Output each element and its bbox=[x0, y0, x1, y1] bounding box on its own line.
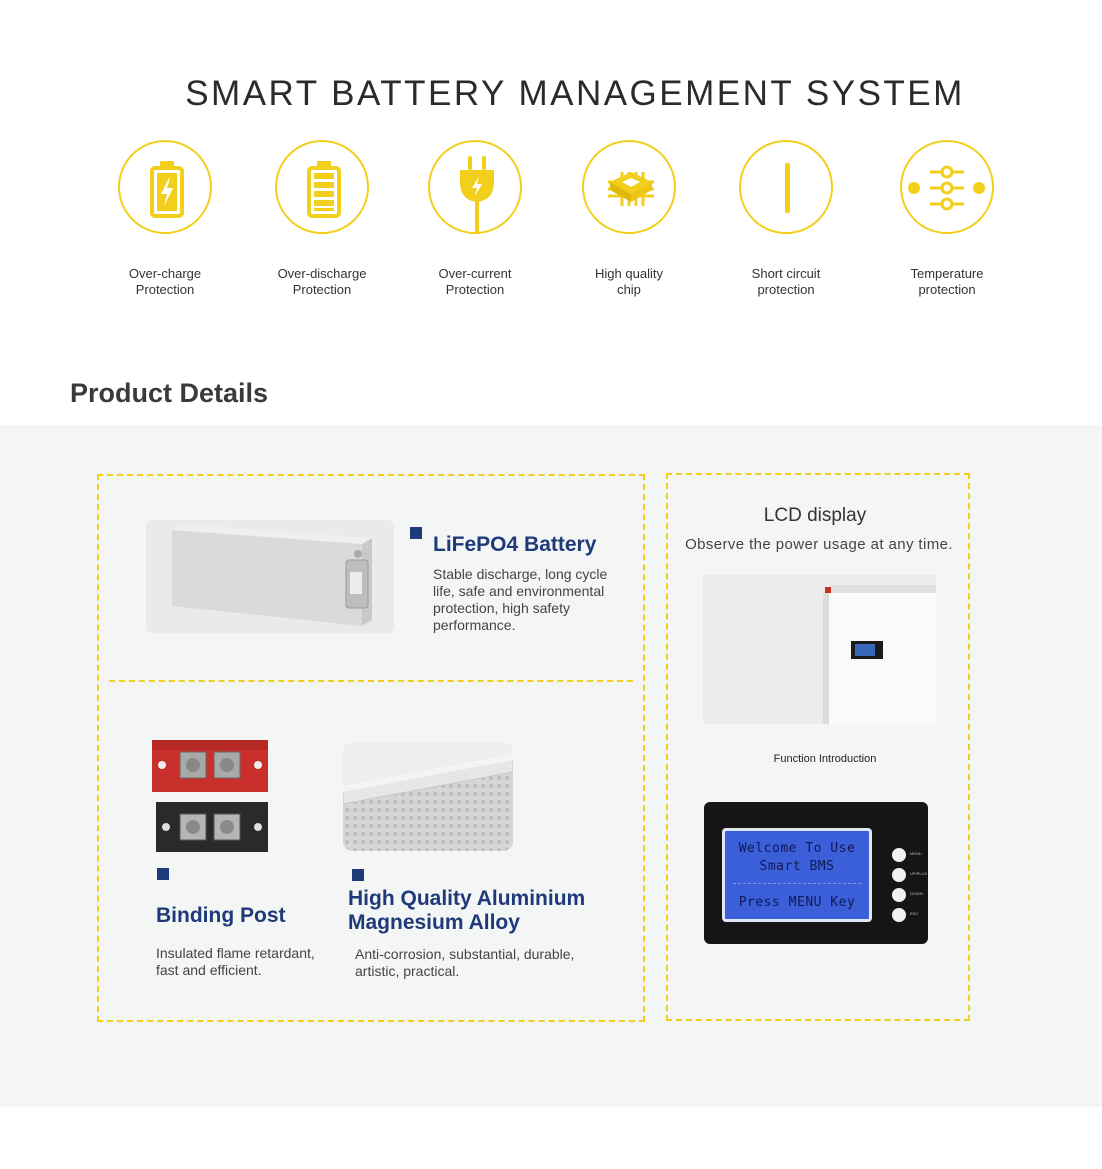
feature-label: Short circuit protection bbox=[751, 266, 821, 297]
button-label: DOWN bbox=[910, 891, 923, 896]
bullet-square bbox=[410, 527, 422, 539]
button-label: UP/PLUS bbox=[910, 871, 928, 876]
lcd-subtitle: Observe the power usage at any time. bbox=[685, 536, 953, 553]
feature-label: Over-discharge Protection bbox=[277, 266, 367, 297]
battery-description: Stable discharge, long cycle life, safe … bbox=[433, 566, 608, 633]
bullet-square bbox=[352, 869, 364, 881]
button-knob-icon bbox=[892, 908, 906, 922]
lcd-line-2: Smart BMS bbox=[759, 859, 835, 874]
feature-label: Over-charge Protection bbox=[128, 266, 202, 297]
lcd-up-button[interactable]: UP/PLUS bbox=[892, 868, 927, 888]
binding-post-heading: Binding Post bbox=[156, 904, 286, 927]
alloy-heading: High Quality Aluminium Magnesium Alloy bbox=[348, 887, 586, 934]
feature-temperature: Temperature protection bbox=[867, 140, 1027, 298]
alloy-description: Anti-corrosion, substantial, durable, ar… bbox=[355, 946, 575, 979]
plug-icon bbox=[428, 140, 522, 234]
button-label: MENU bbox=[910, 851, 922, 856]
battery-charge-icon bbox=[118, 140, 212, 234]
lcd-separator bbox=[733, 883, 861, 884]
section-title: Product Details bbox=[70, 378, 269, 408]
temperature-sliders-icon bbox=[900, 140, 994, 234]
binding-post-image bbox=[150, 738, 272, 858]
lcd-title: LCD display bbox=[763, 505, 867, 526]
feature-label: High quality chip bbox=[595, 266, 663, 297]
feature-chip: High quality chip bbox=[549, 140, 709, 298]
feature-short-circuit: Short circuit protection bbox=[706, 140, 866, 298]
binding-post-description: Insulated flame retardant, fast and effi… bbox=[156, 945, 315, 978]
lcd-down-button[interactable]: DOWN bbox=[892, 888, 923, 908]
button-label: ESC bbox=[910, 911, 919, 916]
divider bbox=[109, 680, 633, 682]
bullet-square bbox=[157, 868, 169, 880]
button-knob-icon bbox=[892, 868, 906, 882]
button-knob-icon bbox=[892, 888, 906, 902]
feature-overcharge: Over-charge Protection bbox=[85, 140, 245, 298]
feature-label: Over-current Protection bbox=[438, 266, 512, 297]
feature-label: Temperature protection bbox=[910, 266, 984, 297]
battery-heading: LiFePO4 Battery bbox=[433, 533, 597, 556]
lcd-line-3: Press MENU Key bbox=[738, 895, 856, 910]
lcd-esc-button[interactable]: ESC bbox=[892, 908, 918, 928]
left-card bbox=[97, 474, 645, 1022]
button-knob-icon bbox=[892, 848, 906, 862]
battery-discharge-icon bbox=[275, 140, 369, 234]
lcd-panel: Welcome To Use Smart BMS Press MENU Key … bbox=[704, 802, 928, 944]
lcd-menu-button[interactable]: MENU bbox=[892, 848, 922, 868]
page-title: SMART BATTERY MANAGEMENT SYSTEM bbox=[185, 74, 965, 113]
battery-cabinet-image bbox=[703, 575, 936, 724]
feature-list: Over-charge Protection Over-discharge Pr… bbox=[0, 140, 1102, 310]
chip-icon bbox=[582, 140, 676, 234]
feature-overcurrent: Over-current Protection bbox=[395, 140, 555, 298]
short-circuit-icon bbox=[739, 140, 833, 234]
lcd-button-column: MENU UP/PLUS DOWN ESC bbox=[892, 848, 927, 928]
alloy-image bbox=[343, 742, 513, 851]
battery-image bbox=[146, 520, 394, 633]
right-card bbox=[666, 473, 970, 1021]
lcd-screen: Welcome To Use Smart BMS Press MENU Key bbox=[722, 828, 872, 922]
function-intro-label: Function Introduction bbox=[773, 753, 877, 765]
lcd-line-1: Welcome To Use bbox=[738, 841, 856, 856]
feature-overdischarge: Over-discharge Protection bbox=[242, 140, 402, 298]
